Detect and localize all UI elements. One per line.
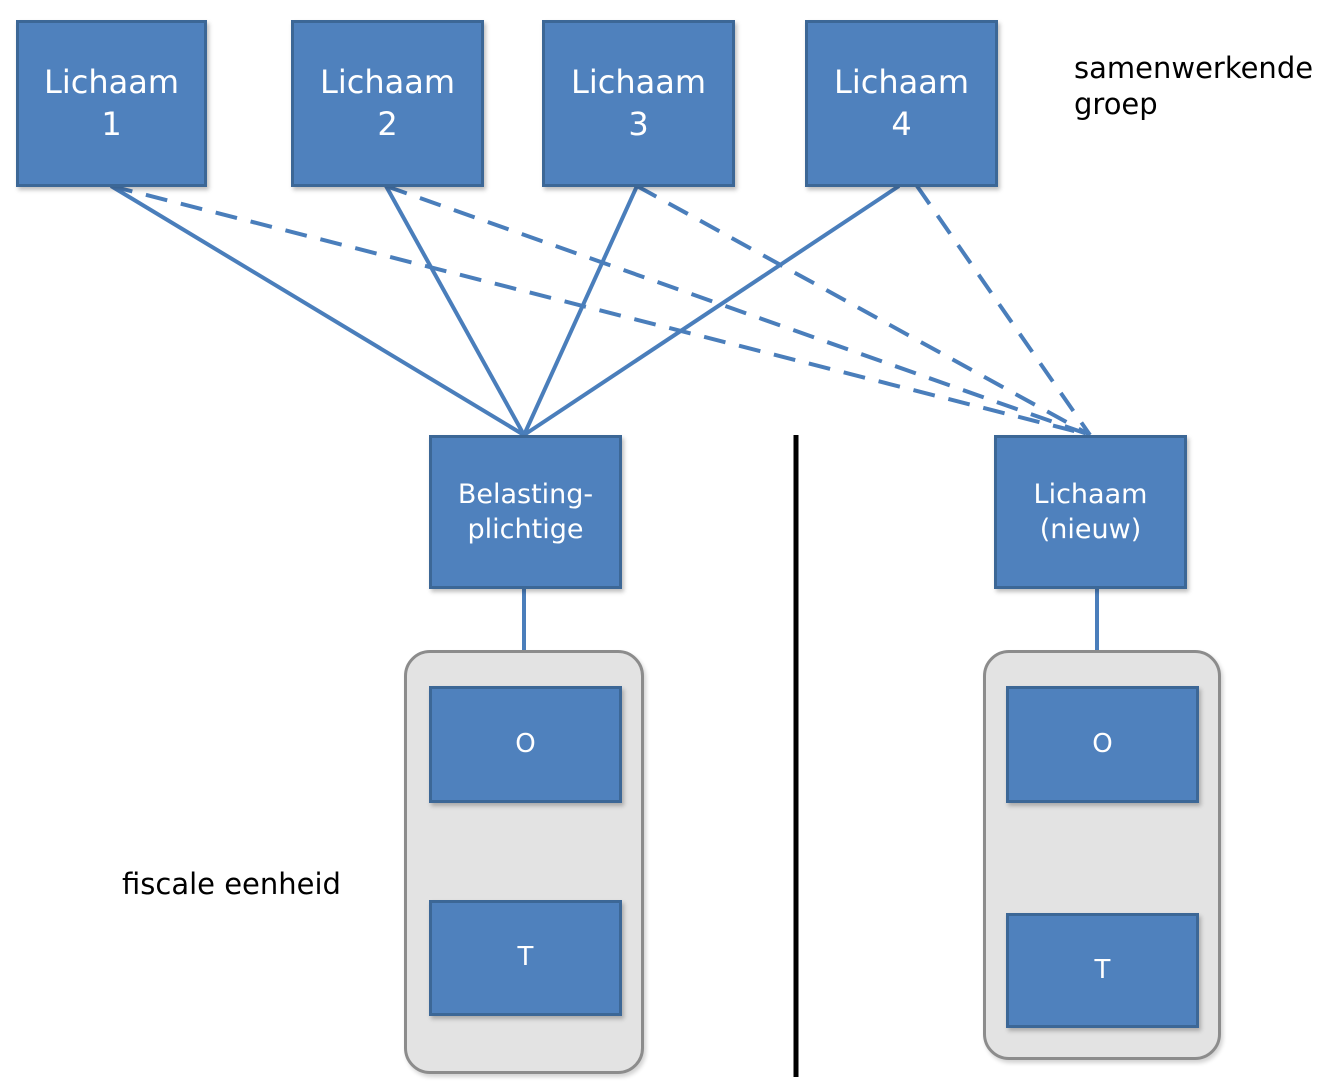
body-node-1-title: Lichaam	[44, 62, 179, 101]
dashed-connector-2	[385, 184, 1091, 437]
new-body-node: Lichaam (nieuw)	[994, 435, 1187, 589]
body-node-2: Lichaam 2	[291, 20, 484, 187]
left-parent-label: O	[515, 728, 536, 759]
body-node-3: Lichaam 3	[542, 20, 735, 187]
solid-connector-3	[522, 185, 639, 436]
body-node-4-number: 4	[891, 104, 912, 143]
right-parent-label: O	[1092, 728, 1113, 759]
cooperating-group-label: samenwerkende groep	[1074, 50, 1313, 123]
taxpayer-node-line2: plichtige	[467, 514, 584, 545]
dashed-connector-4	[915, 184, 1092, 437]
new-body-node-line2: (nieuw)	[1039, 514, 1142, 545]
left-subsidiary-node: T	[429, 900, 622, 1016]
fiscal-unit-label: fiscale eenheid	[122, 867, 341, 901]
body-node-4: Lichaam 4	[805, 20, 998, 187]
body-node-4-title: Lichaam	[834, 62, 969, 101]
taxpayer-node-line1: Belasting-	[457, 478, 594, 510]
body-node-3-title: Lichaam	[571, 62, 706, 101]
solid-connector-4	[522, 184, 901, 437]
new-body-node-line1: Lichaam	[1033, 478, 1148, 510]
body-node-3-number: 3	[628, 104, 649, 143]
body-node-2-number: 2	[377, 104, 398, 143]
right-subsidiary-label: T	[1094, 954, 1111, 985]
body-node-2-title: Lichaam	[320, 62, 455, 101]
left-subsidiary-label: T	[517, 942, 534, 973]
cooperating-group-label-line2: groep	[1074, 87, 1158, 122]
solid-connector-2	[384, 185, 526, 436]
body-node-1-number: 1	[101, 104, 122, 143]
cooperating-group-label-line1: samenwerkende	[1074, 51, 1314, 85]
left-parent-node: O	[429, 686, 622, 803]
taxpayer-node: Belasting- plichtige	[429, 435, 622, 589]
right-subsidiary-node: T	[1006, 913, 1199, 1028]
body-node-1: Lichaam 1	[16, 20, 207, 187]
dashed-connector-3	[636, 184, 1091, 437]
solid-connector-1	[109, 184, 526, 437]
right-parent-node: O	[1006, 686, 1199, 803]
dashed-connector-1	[110, 184, 1091, 437]
